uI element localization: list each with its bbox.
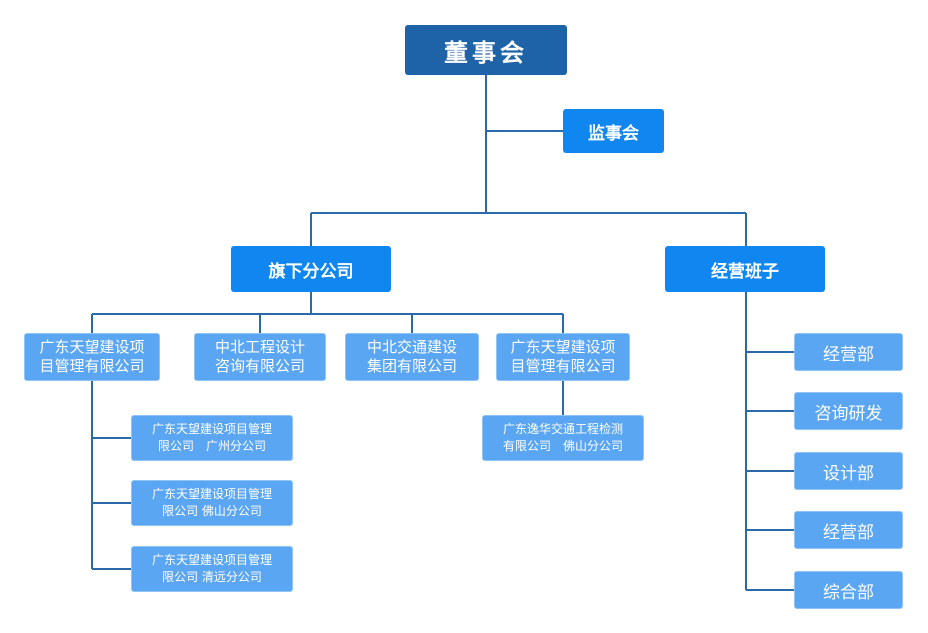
branch-node-guangzhou: 广东天望建设项目管理 限公司 广州分公司 [131,415,293,461]
branch-node-foshan: 广东天望建设项目管理 限公司 佛山分公司 [131,480,293,526]
board-of-directors-node: 董事会 [405,25,567,75]
department-node-1: 经营部 [794,333,903,371]
department-node-3: 设计部 [794,452,903,490]
subsidiary-node-2: 中北工程设计 咨询有限公司 [194,333,326,381]
subsidiaries-node: 旗下分公司 [231,246,391,292]
department-node-4: 经营部 [794,511,903,549]
branch-node-yihua-foshan: 广东逸华交通工程检测 有限公司 佛山分公司 [482,415,644,461]
branch-node-qingyuan: 广东天望建设项目管理 限公司 清远分公司 [131,546,293,592]
department-node-5: 综合部 [794,571,903,609]
subsidiary-node-4: 广东天望建设项 目管理有限公司 [496,333,630,381]
subsidiary-node-1: 广东天望建设项 目管理有限公司 [24,333,160,381]
supervisory-board-node: 监事会 [563,109,664,153]
department-node-2: 咨询研发 [794,392,903,430]
management-team-node: 经营班子 [665,246,825,292]
subsidiary-node-3: 中北交通建设 集团有限公司 [345,333,479,381]
